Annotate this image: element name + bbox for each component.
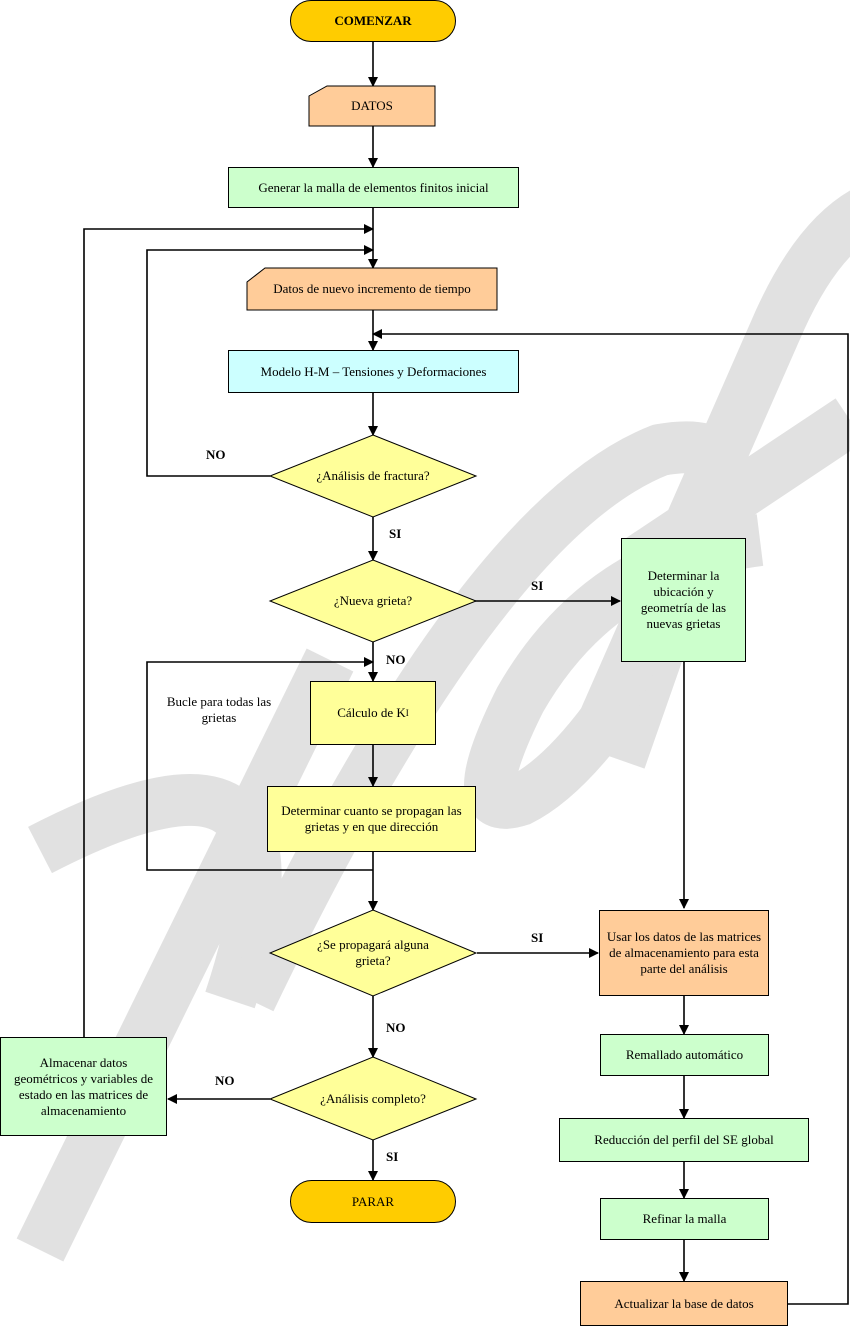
fracture-decision-shape: [268, 434, 478, 518]
loop-store-back: [83, 224, 374, 1037]
initial-mesh-process: Generar la malla de elementos finitos in…: [228, 167, 519, 208]
use-storage-process: Usar los datos de las matrices de almace…: [599, 910, 769, 996]
fracture-decision: ¿Análisis de fractura?: [316, 468, 430, 483]
newcrack-decision-shape: [268, 559, 478, 643]
start-terminal: COMENZAR: [290, 0, 456, 42]
loop-all-cracks: [146, 657, 374, 871]
propagate-decision: ¿Se propagará alguna grieta?: [317, 937, 429, 968]
complete-decision-shape: [268, 1056, 478, 1141]
time-increment-shape: [246, 267, 498, 311]
refine-mesh-process: Refinar la malla: [600, 1198, 769, 1240]
se-reduction-process: Reducción del perfil del SE global: [559, 1118, 809, 1162]
hm-model-process: Modelo H-M – Tensiones y Deformaciones: [228, 350, 519, 393]
stop-terminal: PARAR: [290, 1180, 456, 1223]
propagate-decision-shape: [268, 909, 478, 997]
loop-note: Bucle para todas las grietas: [166, 694, 272, 725]
loop-fracture-no: [146, 245, 374, 477]
complete-decision: ¿Análisis completo?: [320, 1091, 426, 1106]
auto-remesh-process: Remallado automático: [600, 1034, 769, 1076]
label-fracture-no: NO: [206, 447, 226, 462]
time-increment-input: Datos de nuevo incremento de tiempo: [273, 281, 471, 296]
k-calc-subscript: I: [405, 708, 409, 718]
propagation-process: Determinar cuanto se propagan las grieta…: [267, 786, 476, 852]
label-propagate-si: SI: [531, 930, 544, 945]
k-calc-label: Cálculo de K: [337, 705, 406, 720]
data-shape: [308, 85, 436, 127]
update-db-process: Actualizar la base de datos: [580, 1281, 788, 1326]
label-propagate-no: NO: [386, 1020, 406, 1035]
new-crack-decision: ¿Nueva grieta?: [333, 593, 413, 608]
loop-update-back: [372, 329, 849, 1305]
crack-location-process: Determinar la ubicación y geometría de l…: [621, 538, 746, 662]
store-data-process: Almacenar datos geométricos y variables …: [0, 1037, 167, 1136]
label-newcrack-no: NO: [386, 652, 406, 667]
label-fracture-si: SI: [389, 526, 402, 541]
label-complete-si: SI: [386, 1149, 399, 1164]
label-newcrack-si: SI: [531, 578, 544, 593]
label-complete-no: NO: [215, 1073, 235, 1088]
data-input: DATOS: [351, 98, 393, 113]
